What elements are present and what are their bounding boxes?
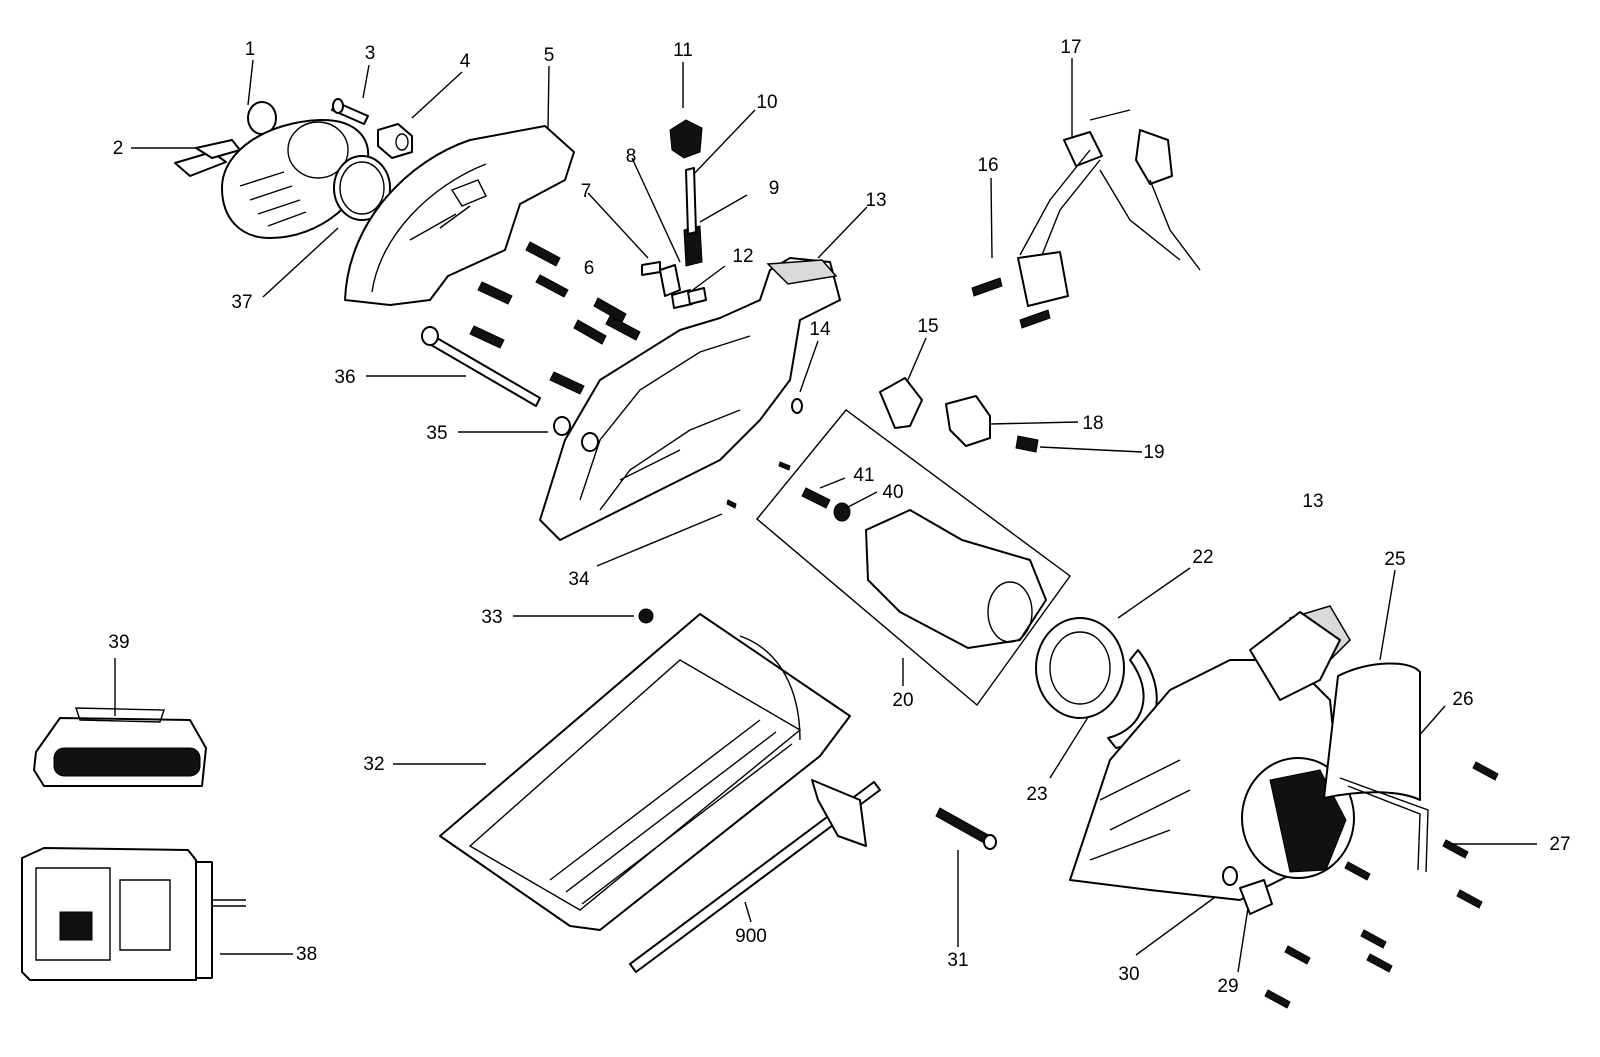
callout-23: 23 bbox=[1026, 784, 1047, 805]
callout-7: 7 bbox=[581, 181, 592, 202]
callout-6: 6 bbox=[584, 258, 595, 279]
callout-9: 9 bbox=[769, 178, 780, 199]
part-25-panel bbox=[1323, 662, 1421, 801]
callout-15: 15 bbox=[917, 316, 938, 337]
part-32-base-plate bbox=[439, 613, 851, 931]
callout-20: 20 bbox=[892, 690, 913, 711]
callout-29: 29 bbox=[1217, 976, 1238, 997]
callout-17: 17 bbox=[1060, 37, 1081, 58]
part-29-knob bbox=[1239, 879, 1273, 915]
part-18-switch bbox=[945, 395, 991, 447]
part-35-washers bbox=[553, 416, 599, 452]
part-33-nut bbox=[638, 608, 654, 624]
motor-housing-half bbox=[539, 257, 841, 541]
callout-39: 39 bbox=[108, 632, 129, 653]
callout-40: 40 bbox=[882, 482, 903, 503]
callout-25: 25 bbox=[1384, 549, 1405, 570]
callout-11: 11 bbox=[673, 40, 693, 61]
part-27-screws bbox=[1264, 761, 1499, 1009]
part-36-long-bolt bbox=[421, 326, 541, 407]
part-6-screws bbox=[469, 241, 641, 395]
callout-4: 4 bbox=[460, 51, 471, 72]
callout-10: 10 bbox=[756, 92, 777, 113]
part-14-screw bbox=[791, 398, 803, 414]
callout-33: 33 bbox=[481, 607, 502, 628]
callout-13a: 13 bbox=[865, 190, 886, 211]
callout-38: 38 bbox=[296, 944, 317, 965]
part-37-spring-ring bbox=[333, 155, 391, 221]
part-38-charger bbox=[21, 847, 246, 981]
callout-35: 35 bbox=[426, 423, 447, 444]
part-16-pins bbox=[971, 277, 1051, 329]
part-3-pin bbox=[331, 98, 369, 125]
part-17-wire-harness bbox=[1017, 109, 1201, 307]
part-19-spring bbox=[1015, 435, 1039, 453]
callout-36: 36 bbox=[334, 367, 355, 388]
callout-12: 12 bbox=[732, 246, 753, 267]
part-900-rip-fence bbox=[629, 779, 881, 973]
callout-1: 1 bbox=[245, 39, 256, 60]
callout-8: 8 bbox=[626, 146, 637, 167]
part-22-fan bbox=[1035, 617, 1125, 719]
callout-3: 3 bbox=[365, 43, 376, 64]
part-7-8-12-small-pieces bbox=[641, 261, 707, 309]
callout-27: 27 bbox=[1549, 834, 1570, 855]
part-26-hex-wrench bbox=[1339, 777, 1429, 873]
callout-22: 22 bbox=[1192, 547, 1213, 568]
callout-16: 16 bbox=[977, 155, 998, 176]
part-20-motor-assembly bbox=[756, 409, 1071, 707]
callout-41: 41 bbox=[853, 465, 874, 486]
part-4-bushing bbox=[377, 123, 413, 159]
part-5-upper-guard bbox=[344, 125, 575, 306]
callout-19: 19 bbox=[1143, 442, 1164, 463]
part-34-pins bbox=[726, 461, 791, 509]
callout-900: 900 bbox=[735, 926, 767, 947]
callout-13b: 13 bbox=[1302, 491, 1323, 512]
callout-30: 30 bbox=[1118, 964, 1139, 985]
callout-labels: 1 2 3 4 5 6 7 8 9 10 11 12 13 13 14 15 1… bbox=[108, 37, 1570, 997]
part-30-washer bbox=[1222, 866, 1238, 886]
part-11-cap bbox=[669, 119, 703, 159]
callout-14: 14 bbox=[809, 319, 831, 340]
callout-34: 34 bbox=[568, 569, 590, 590]
callout-32: 32 bbox=[363, 754, 384, 775]
callout-26: 26 bbox=[1452, 689, 1473, 710]
part-39-battery bbox=[33, 707, 207, 787]
part-31-bolt bbox=[935, 807, 997, 850]
callout-31: 31 bbox=[947, 950, 968, 971]
callout-37: 37 bbox=[231, 292, 252, 313]
callout-18: 18 bbox=[1082, 413, 1103, 434]
part-15-latch bbox=[879, 377, 923, 429]
callout-2: 2 bbox=[113, 138, 124, 159]
callout-5: 5 bbox=[544, 45, 555, 66]
part-10-rod bbox=[685, 167, 697, 235]
